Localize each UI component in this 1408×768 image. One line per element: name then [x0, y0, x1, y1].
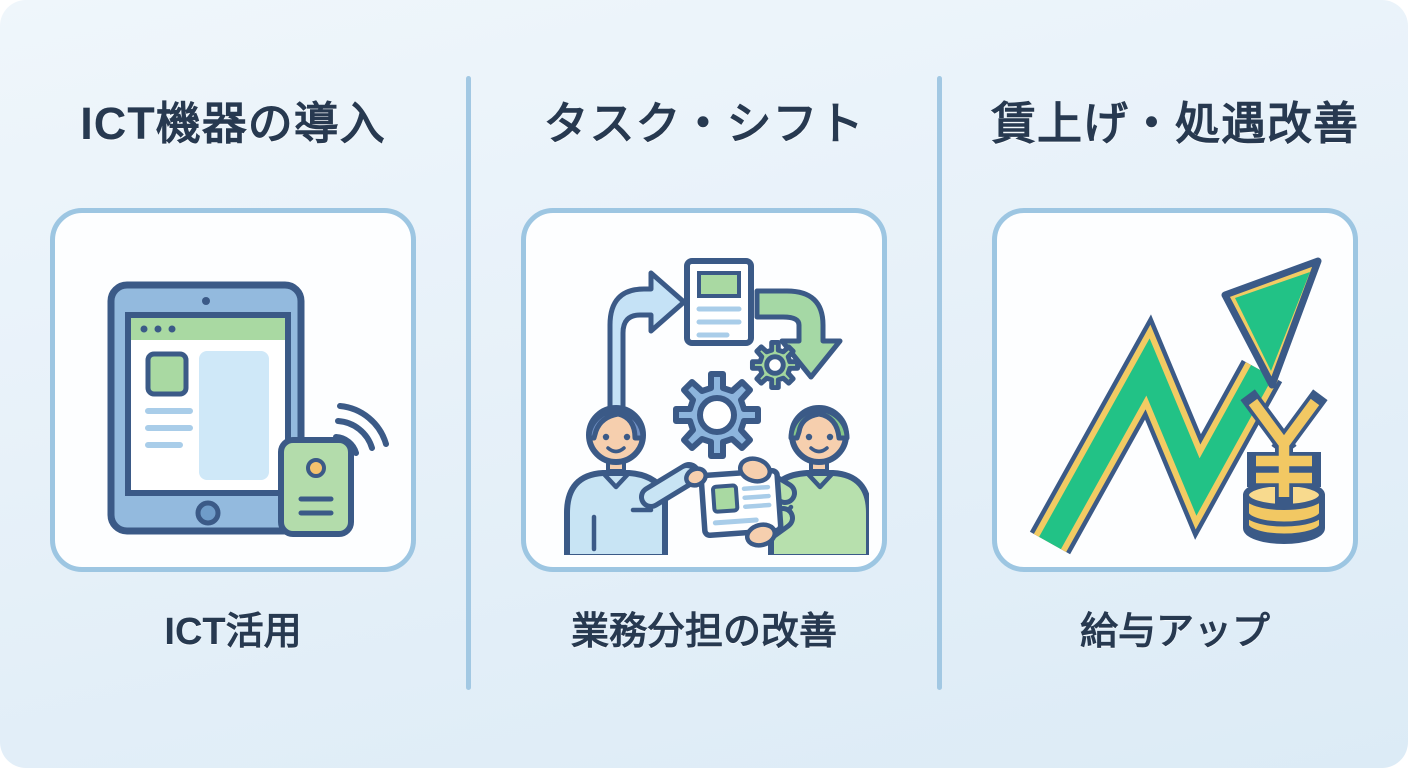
- screen-thumbnail: [145, 351, 189, 397]
- panel-ict-title: ICT機器の導入: [80, 98, 386, 149]
- panel-task-shift-title: タスク・シフト: [543, 98, 865, 149]
- screen-header-bar: [131, 317, 285, 340]
- green-hair: [788, 407, 850, 441]
- nfc-device-body: [278, 436, 354, 537]
- yen-symbol-icon: [1240, 389, 1328, 506]
- person-blue: [564, 404, 701, 555]
- vertical-divider: [466, 76, 471, 690]
- home-button: [195, 500, 221, 526]
- panel-task-shift: タスク・シフト: [471, 0, 937, 768]
- rising-arrow-yen-coins-icon: [1029, 257, 1328, 554]
- tablet-nfc-device-icon: [107, 281, 389, 537]
- panel-ict-card: [50, 207, 416, 572]
- tablet-camera-dot: [202, 296, 210, 305]
- large-gear-icon: [676, 374, 758, 456]
- panel-ict-caption: ICT活用: [164, 610, 302, 653]
- arrowhead-core: [1235, 271, 1310, 371]
- panel-task-shift-caption: 業務分担の改善: [570, 610, 837, 653]
- nfc-device-led: [306, 457, 326, 478]
- screen-text-lines: [145, 407, 193, 448]
- small-gear-icon: [752, 342, 797, 387]
- panel-wage: 賃上げ・処遇改善: [942, 0, 1408, 768]
- tablet-illustration: [107, 281, 305, 535]
- nfc-device: [278, 436, 354, 537]
- blue-curved-arrow-icon: [607, 270, 687, 423]
- rising-zigzag-arrow-icon: [1029, 257, 1322, 554]
- screen-panel: [199, 350, 269, 480]
- green-curved-arrow-icon: [754, 288, 843, 380]
- panel-wage-caption: 給与アップ: [1079, 610, 1270, 653]
- panel-wage-title: 賃上げ・処遇改善: [990, 98, 1359, 149]
- document-icon: [684, 257, 754, 346]
- blue-hair: [586, 408, 646, 441]
- header-dots: [140, 325, 176, 333]
- vertical-divider: [937, 76, 942, 690]
- people-exchanging-tasks-icon: [564, 257, 869, 555]
- panel-ict: ICT機器の導入: [0, 0, 466, 768]
- task-card-icon: [698, 467, 784, 538]
- nfc-device-lines: [298, 496, 334, 516]
- panel-task-shift-card: [521, 207, 887, 572]
- hands: [684, 456, 778, 548]
- panel-wage-card: [992, 207, 1358, 572]
